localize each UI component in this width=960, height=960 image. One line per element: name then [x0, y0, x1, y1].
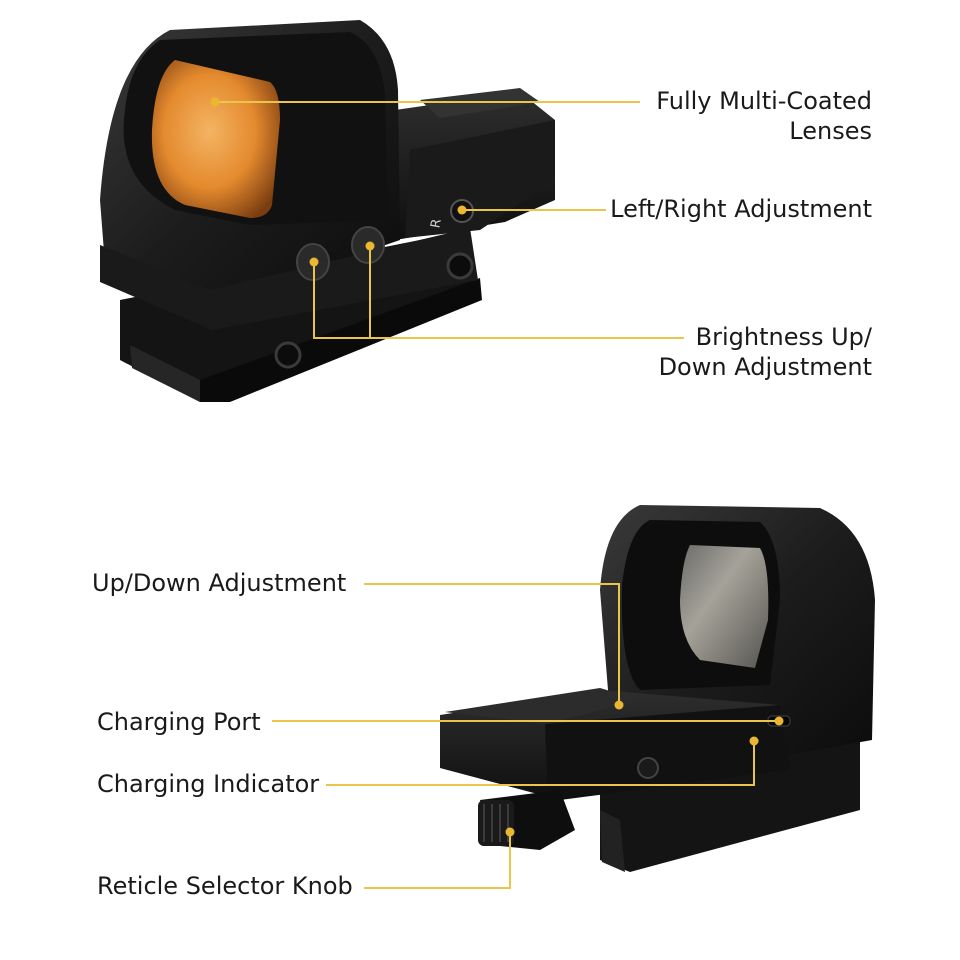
left-right-callout-dot	[457, 205, 467, 215]
brightness-down-dot	[365, 241, 375, 251]
svg-text:R: R	[428, 218, 444, 230]
lenses-label-line1: Fully Multi-Coated	[656, 87, 872, 115]
top-callout-lines	[215, 101, 684, 339]
lens-callout-dot	[210, 97, 220, 107]
brightness-label-line1: Brightness Up/	[695, 323, 872, 351]
charging-indicator-label: Charging Indicator	[97, 770, 320, 798]
top-callout-dots	[210, 97, 467, 267]
brightness-up-dot	[309, 257, 319, 267]
charging-port-label: Charging Port	[97, 708, 261, 736]
top-sight-illustration: R	[100, 20, 555, 402]
reticle-knob-dot	[505, 827, 515, 837]
charging-indicator-dot	[749, 736, 759, 746]
charging-port-dot	[774, 716, 784, 726]
bottom-callout-dots	[505, 700, 784, 837]
brightness-callout-label: Brightness Up/ Down Adjustment	[659, 322, 872, 382]
lenses-label-line2: Lenses	[789, 117, 872, 145]
reticle-selector-knob-label: Reticle Selector Knob	[97, 872, 353, 900]
bottom-callout-lines	[272, 583, 779, 889]
lenses-callout-label: Fully Multi-Coated Lenses	[656, 86, 872, 146]
left-right-adjustment-label: Left/Right Adjustment	[610, 195, 872, 223]
brightness-label-line2: Down Adjustment	[658, 353, 872, 381]
bottom-sight-illustration	[440, 505, 875, 872]
up-down-adjustment-label: Up/Down Adjustment	[92, 569, 347, 597]
up-down-callout-dot	[614, 700, 624, 710]
